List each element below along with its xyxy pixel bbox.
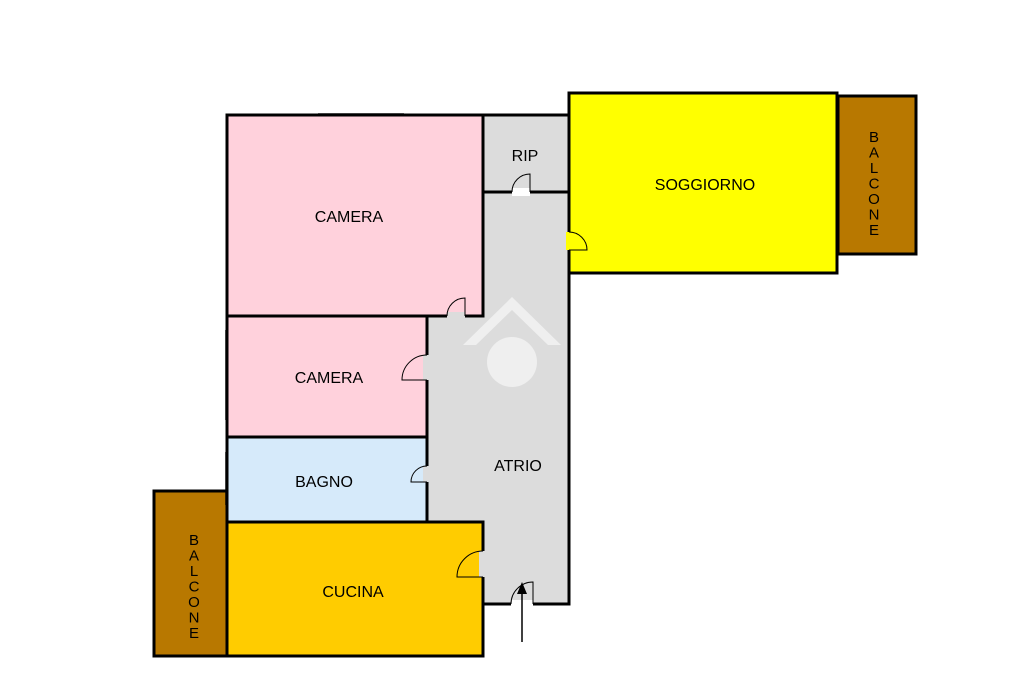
balcone_left-letter: N bbox=[189, 609, 200, 626]
balcony-right bbox=[836, 94, 918, 256]
balcone_right-letter: E bbox=[869, 222, 879, 239]
label-rip: RIP bbox=[512, 148, 539, 165]
label-bagno: BAGNO bbox=[295, 474, 353, 491]
label-camera-large: CAMERA bbox=[315, 209, 384, 226]
balcone_left-letter: E bbox=[189, 625, 199, 642]
balcone_right-letter: N bbox=[869, 206, 880, 223]
balcone_left-letter: A bbox=[189, 547, 199, 564]
balcone_right-letter: A bbox=[869, 144, 879, 161]
label-soggiorno: SOGGIORNO bbox=[655, 177, 755, 194]
label-cucina: CUCINA bbox=[322, 584, 384, 601]
label-camera-small: CAMERA bbox=[295, 370, 364, 387]
room-soggiorno bbox=[567, 91, 839, 275]
room-camera-large bbox=[225, 113, 485, 318]
balcone_left-letter: L bbox=[190, 563, 198, 580]
balcony-left bbox=[152, 489, 229, 658]
watermark-logo-icon bbox=[463, 297, 561, 387]
balcone_right-letter: B bbox=[869, 129, 879, 146]
balcone_left-letter: O bbox=[188, 594, 200, 611]
balcone_left-letter: B bbox=[189, 532, 199, 549]
balcone_left-letter: C bbox=[189, 578, 200, 595]
balcone_right-letter: L bbox=[870, 160, 878, 177]
balcone_right-letter: O bbox=[868, 191, 880, 208]
balcone_right-letter: C bbox=[869, 175, 880, 192]
label-atrio: ATRIO bbox=[494, 458, 542, 475]
